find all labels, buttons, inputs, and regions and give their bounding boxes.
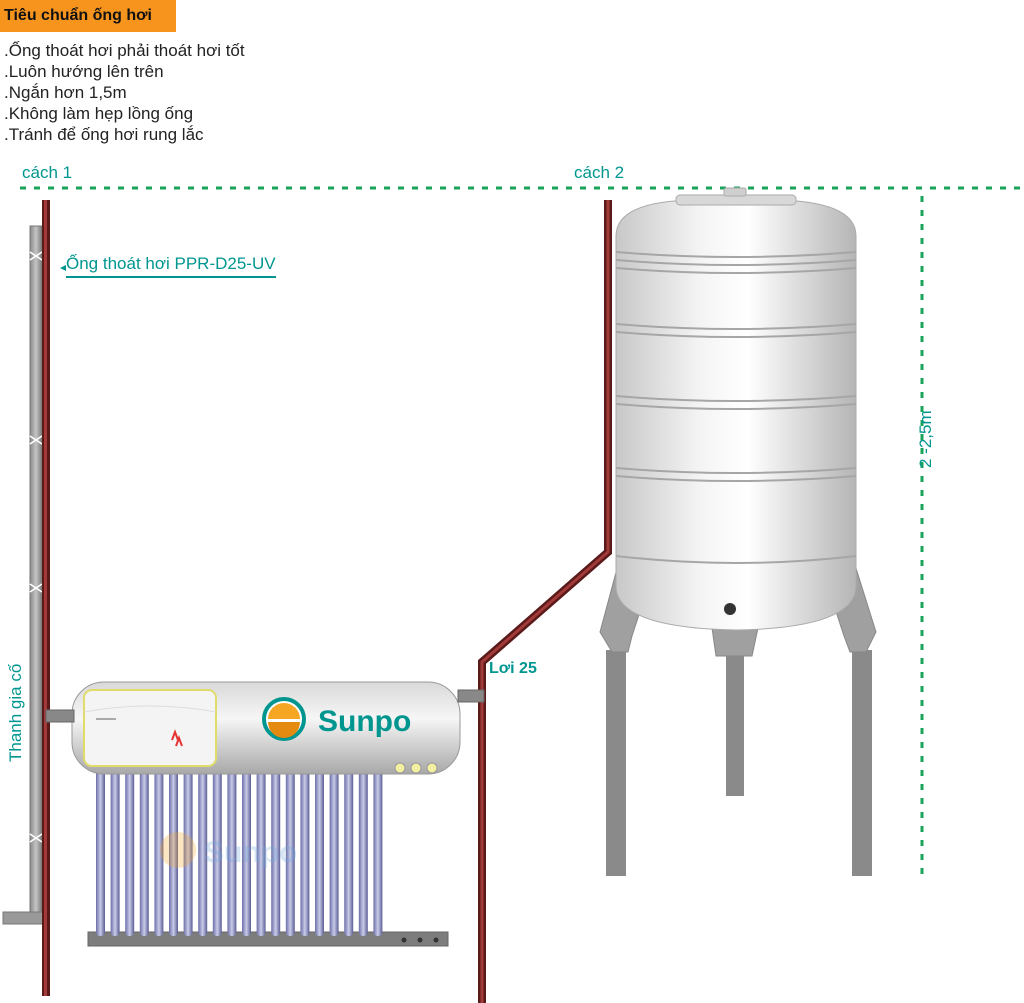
elbow-label: Lơi 25 (489, 660, 537, 677)
vacuum-tube (212, 752, 222, 936)
vacuum-tube (329, 752, 339, 936)
vent-pipe-option-1 (42, 200, 50, 996)
vacuum-tube (358, 752, 368, 936)
vacuum-tube (285, 752, 295, 936)
vacuum-tube (169, 752, 178, 936)
option-2-label: cách 2 (574, 163, 625, 182)
requirement-item: .Tránh để ống hơi rung lắc (4, 125, 204, 144)
vacuum-tube (315, 752, 324, 936)
vacuum-tube (227, 752, 237, 936)
pipe-name-label: Ống thoát hơi PPR-D25-UV (66, 254, 276, 278)
brace-label: Thanh gia cố (6, 663, 25, 762)
svg-text:Sunpo: Sunpo (204, 836, 297, 869)
vacuum-tube (373, 752, 383, 936)
vacuum-tube (139, 752, 149, 936)
page-title: Tiêu chuẩn ống hơi (0, 0, 176, 32)
requirement-item: .Ống thoát hơi phải thoát hơi tốt (4, 41, 245, 60)
vacuum-tube (256, 752, 266, 936)
sunpo-logo: Sunpo (262, 697, 411, 741)
vacuum-tube (242, 752, 251, 936)
requirement-item: .Ngắn hơn 1,5m (4, 83, 127, 102)
vacuum-tubes (96, 752, 383, 936)
vacuum-tube (96, 752, 105, 936)
vacuum-tube (154, 752, 164, 936)
brand-name: Sunpo (318, 705, 411, 738)
vacuum-tube (198, 752, 208, 936)
vent-pipe-option-2 (478, 200, 612, 1003)
vacuum-tube (110, 752, 120, 936)
requirement-item: .Luôn hướng lên trên (4, 62, 164, 81)
vacuum-tube (300, 752, 310, 936)
reinforcement-bar (2, 225, 44, 925)
option-1-label: cách 1 (22, 163, 73, 182)
vacuum-tube (183, 752, 193, 936)
height-label: 2 -2,5m (916, 410, 935, 468)
requirement-item: .Không làm hẹp lồng ống (4, 104, 194, 123)
vacuum-tube (125, 752, 135, 936)
vacuum-tube (271, 752, 281, 936)
solar-water-heater: Sunpo Sunpo (45, 681, 485, 947)
watermark: Sunpo (160, 832, 297, 869)
requirements-list: .Ống thoát hơi phải thoát hơi tốt .Luôn … (4, 40, 245, 145)
water-tank (599, 187, 877, 876)
vacuum-tube (344, 752, 354, 936)
